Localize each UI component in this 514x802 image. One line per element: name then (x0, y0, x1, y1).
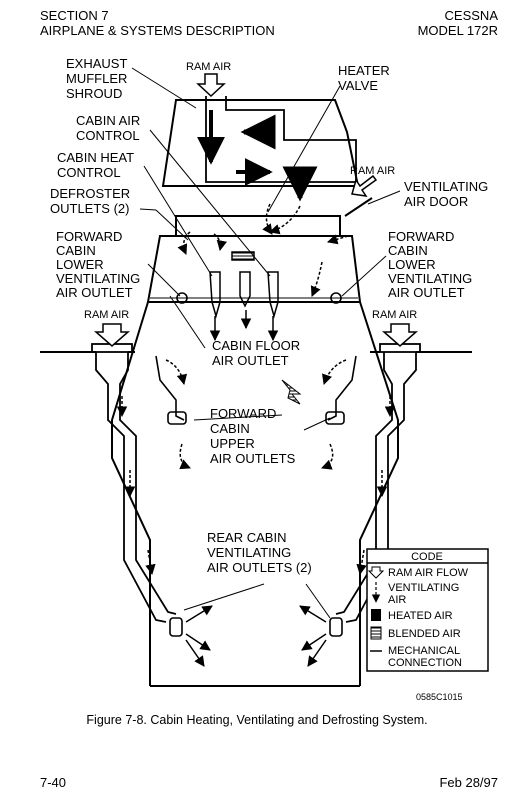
right-upper-outlet-pipe (327, 355, 357, 421)
ventilating-air-door-label: VENTILATING AIR DOOR (404, 179, 492, 209)
figure-caption: Figure 7-8. Cabin Heating, Ventilating a… (86, 713, 428, 727)
left-upper-air-outlet (167, 411, 187, 425)
top-ram-air-arrow (196, 73, 226, 98)
heater-valve-label: HEATER VALVE (338, 63, 393, 93)
ram-air-arrows (94, 73, 418, 347)
code-legend: CODE RAM AIR FLOW VENTILATING AIR HEATED… (366, 548, 489, 672)
legend-heated-icon (371, 609, 381, 621)
lower-cabin-panel (146, 197, 373, 303)
cabin-heat-control-label: CABIN HEAT CONTROL (57, 150, 137, 180)
defroster-knob (239, 271, 251, 308)
exhaust-muffler-shroud-label: EXHAUST MUFFLER SHROUD (66, 56, 131, 101)
right-side-ram-air-arrow (351, 174, 378, 197)
legend-mechanical-connection: MECHANICAL CONNECTION (388, 645, 463, 669)
model-header: CESSNA MODEL 172R (418, 8, 498, 38)
figure-id: 0585C1015 (416, 692, 463, 702)
cabin-air-knob (209, 271, 221, 319)
legend-heated-air: HEATED AIR (388, 610, 453, 622)
left-lower-outlet (176, 292, 188, 304)
leader-lines (131, 67, 401, 619)
left-ram-air-arrow (94, 323, 130, 347)
heated-air-arrows (197, 110, 318, 202)
legend-ventilating-air: VENTILATING AIR (388, 582, 462, 606)
forward-upper-outlets-label: FORWARD CABIN UPPER AIR OUTLETS (210, 406, 296, 466)
revision-date: Feb 28/97 (439, 775, 498, 790)
rear-cabin-outlets-label: REAR CABIN VENTILATING AIR OUTLETS (2) (207, 530, 312, 575)
section-number: SECTION 7 (40, 8, 109, 23)
legend-title: CODE (411, 551, 443, 563)
legend-ram-air-icon (367, 566, 385, 579)
cabin-right-wall (359, 301, 399, 686)
firewall-heater-box (161, 96, 360, 187)
ram-air-top-label: RAM AIR (186, 61, 231, 73)
model-name: MODEL 172R (417, 23, 498, 38)
page-number: 7-40 (40, 775, 67, 790)
right-ventilation-duct (335, 343, 421, 623)
ram-air-right-label: RAM AIR (350, 165, 395, 177)
right-lower-outlet (330, 292, 342, 304)
ram-air-left-wing-label: RAM AIR (84, 309, 129, 321)
section-header: SECTION 7 AIRPLANE & SYSTEMS DESCRIPTION (40, 8, 275, 38)
cabin-floor-outlet-label: CABIN FLOOR AIR OUTLET (212, 338, 304, 368)
right-ram-air-arrow (382, 323, 418, 347)
left-rear-air-outlet (169, 617, 183, 637)
legend-blended-air: BLENDED AIR (388, 628, 461, 640)
heater-box-outline (161, 99, 360, 187)
ventilating-air-door (344, 197, 373, 217)
forward-lower-left-label: FORWARD CABIN LOWER VENTILATING AIR OUTL… (56, 229, 144, 300)
right-upper-air-outlet (325, 411, 345, 425)
legend-blended-icon (370, 626, 382, 640)
control-knobs (209, 251, 279, 324)
left-upper-outlet-pipe (155, 355, 185, 421)
outlet-discharge-arrows (185, 310, 327, 667)
brand-name: CESSNA (444, 8, 498, 23)
air-outlet-fixtures (155, 292, 357, 637)
forward-lower-right-label: FORWARD CABIN LOWER VENTILATING AIR OUTL… (388, 229, 476, 300)
defroster-outlets-label: DEFROSTER OUTLETS (2) (50, 186, 134, 216)
cabin-left-wall (111, 301, 151, 686)
cabin-heat-knob (267, 271, 279, 319)
ram-air-right-wing-label: RAM AIR (372, 309, 417, 321)
ventilating-air-arrows (116, 203, 396, 576)
section-title: AIRPLANE & SYSTEMS DESCRIPTION (40, 23, 275, 38)
legend-ram-air-flow: RAM AIR FLOW (388, 567, 469, 579)
blended-air-arrow (281, 379, 302, 405)
cabin-air-control-label: CABIN AIR CONTROL (76, 113, 144, 143)
left-ventilation-duct (91, 343, 177, 623)
muffler-shroud-duct (205, 96, 357, 183)
right-rear-air-outlet (329, 617, 343, 637)
